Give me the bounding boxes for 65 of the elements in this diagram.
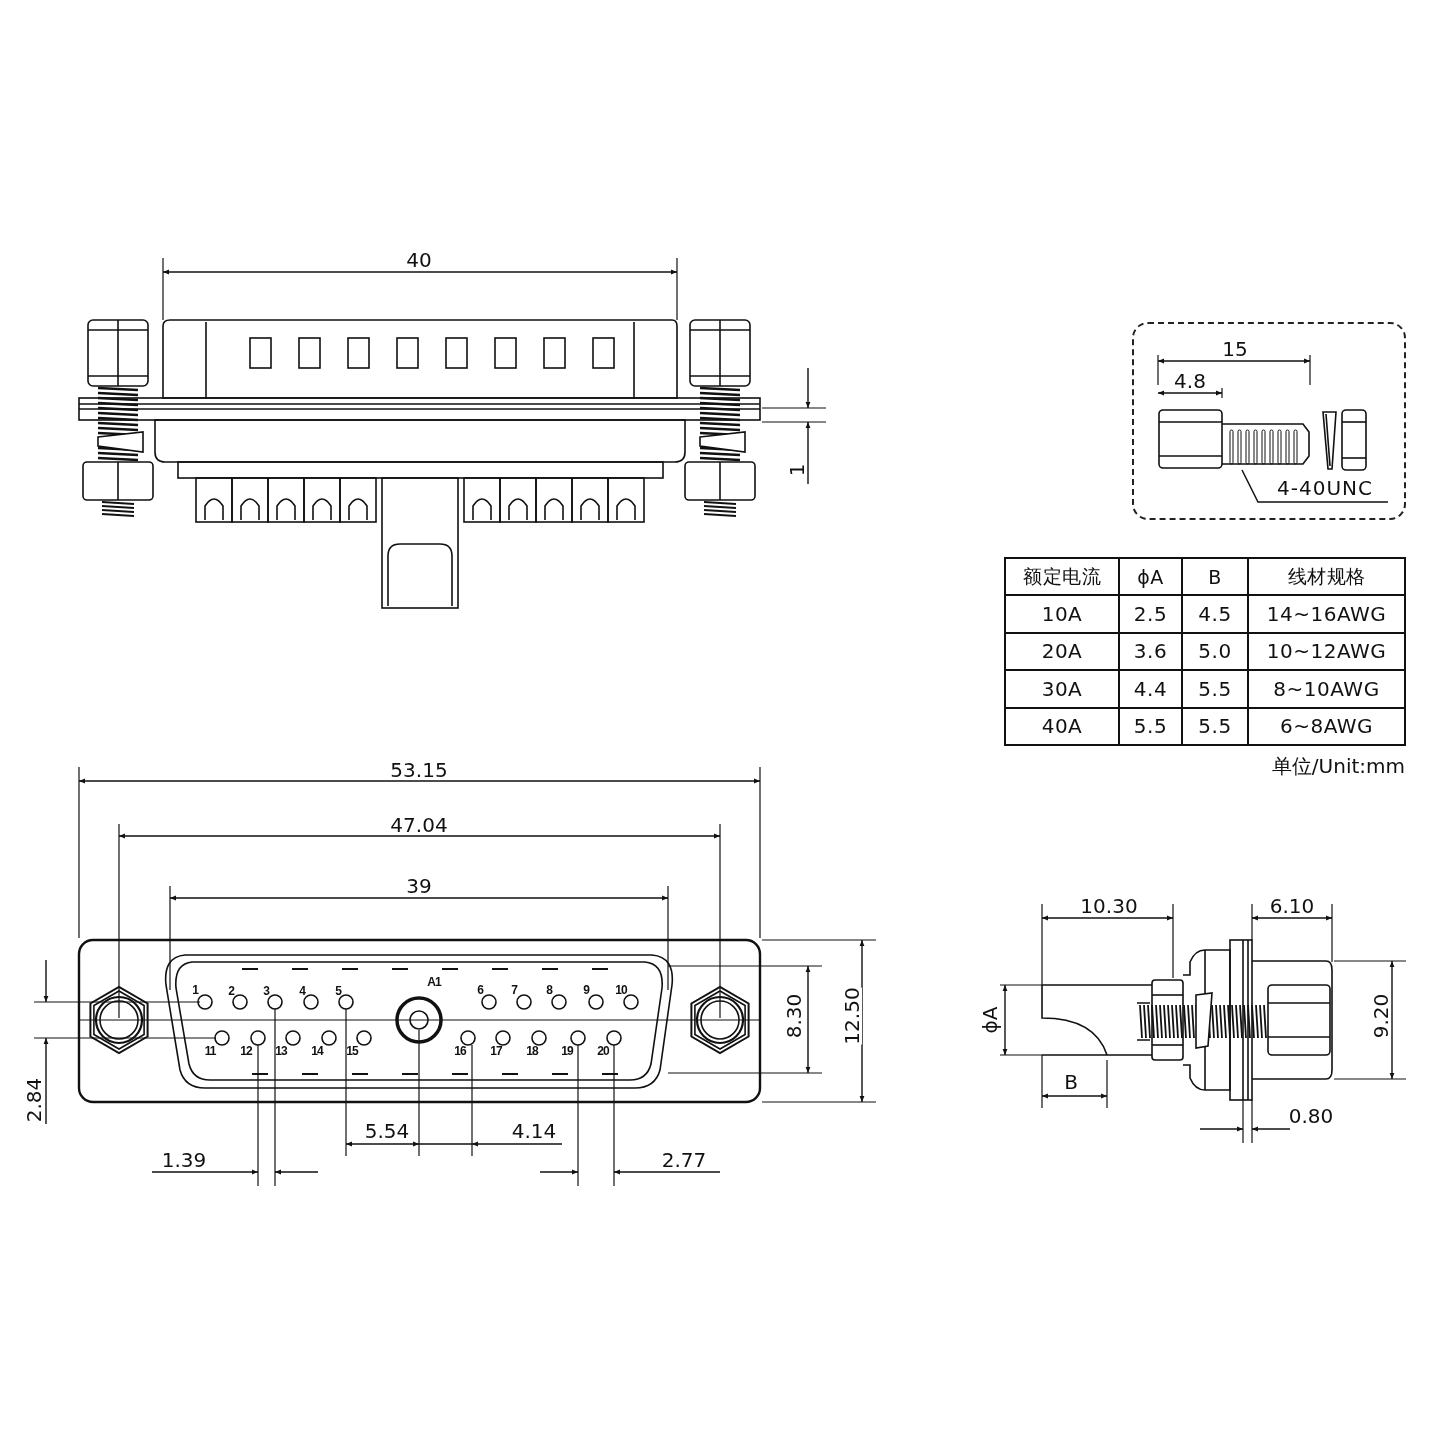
dimension-value: 10.30 <box>1080 896 1138 916</box>
dimension-value: 15 <box>1222 339 1248 359</box>
dimension-value: ϕA <box>980 1006 1000 1034</box>
dimension-value: 6.10 <box>1269 896 1315 916</box>
column-header: 额定电流 <box>1006 559 1120 597</box>
pin-number: 15 <box>346 1045 358 1057</box>
dimension-value: 1.39 <box>161 1150 207 1170</box>
table-cell: 5.5 <box>1183 708 1249 746</box>
dimension-value: 2.84 <box>24 1077 44 1123</box>
pin-number: 19 <box>561 1045 573 1057</box>
pin-number: 10 <box>615 984 627 996</box>
pin-number: 8 <box>546 984 552 996</box>
pin-number: 2 <box>228 985 234 997</box>
pin-number: 4 <box>299 985 305 997</box>
table-cell: 20A <box>1006 633 1120 672</box>
dimension-value: 5.54 <box>364 1121 410 1141</box>
dimension-value: 4.14 <box>511 1121 557 1141</box>
pin-number: 11 <box>204 1045 216 1057</box>
pin-number: 1 <box>192 984 198 996</box>
pin-number: 14 <box>311 1045 323 1057</box>
table-cell: 14~16AWG <box>1249 596 1406 634</box>
table-cell: 3.6 <box>1120 633 1183 672</box>
dimension-value: 40 <box>406 250 432 270</box>
table-cell: 5.5 <box>1120 708 1183 746</box>
pin-number: A1 <box>427 976 441 988</box>
column-header: 线材规格 <box>1249 559 1406 597</box>
table-cell: 4.4 <box>1120 671 1183 709</box>
pin-number: 17 <box>490 1045 502 1057</box>
pin-number: 18 <box>526 1045 538 1057</box>
table-cell: 5.0 <box>1183 633 1249 672</box>
table-cell: 6~8AWG <box>1249 708 1406 746</box>
table-cell: 10~12AWG <box>1249 633 1406 672</box>
dimension-value: 4.8 <box>1174 371 1206 391</box>
dimension-value: 47.04 <box>390 815 448 835</box>
dimension-value: 12.50 <box>842 987 862 1045</box>
dimension-value: 2.77 <box>661 1150 707 1170</box>
column-header: B <box>1183 559 1249 597</box>
dimension-value: B <box>1064 1072 1078 1092</box>
pin-number: 20 <box>597 1045 609 1057</box>
pin-number: 13 <box>275 1045 287 1057</box>
pin-number: 7 <box>511 984 517 996</box>
pin-number: 6 <box>477 984 483 996</box>
pin-number: 5 <box>335 985 341 997</box>
table-cell: 30A <box>1006 671 1120 709</box>
unit-note: 单位/Unit:mm <box>1271 753 1405 780</box>
dimension-value: 1 <box>787 463 807 477</box>
table-cell: 4.5 <box>1183 596 1249 634</box>
dimension-value: 53.15 <box>390 760 448 780</box>
pin-number: 9 <box>583 984 589 996</box>
column-header: ϕA <box>1120 559 1183 597</box>
pin-number: 3 <box>263 985 269 997</box>
leader-line <box>1241 469 1389 503</box>
table-cell: 5.5 <box>1183 671 1249 709</box>
pin-number: 12 <box>240 1045 252 1057</box>
dimension-value: 8.30 <box>784 993 804 1039</box>
dimension-value: 39 <box>406 876 432 896</box>
table-cell: 2.5 <box>1120 596 1183 634</box>
pin-number: 16 <box>454 1045 466 1057</box>
screw-drawing <box>1158 408 1310 470</box>
table-cell: 40A <box>1006 708 1120 746</box>
table-cell: 8~10AWG <box>1249 671 1406 709</box>
table-cell: 10A <box>1006 596 1120 634</box>
dimension-value: 0.80 <box>1288 1106 1334 1126</box>
dimension-value: 9.20 <box>1371 993 1391 1039</box>
thread-spec-label: 4-40UNC <box>1262 474 1388 502</box>
